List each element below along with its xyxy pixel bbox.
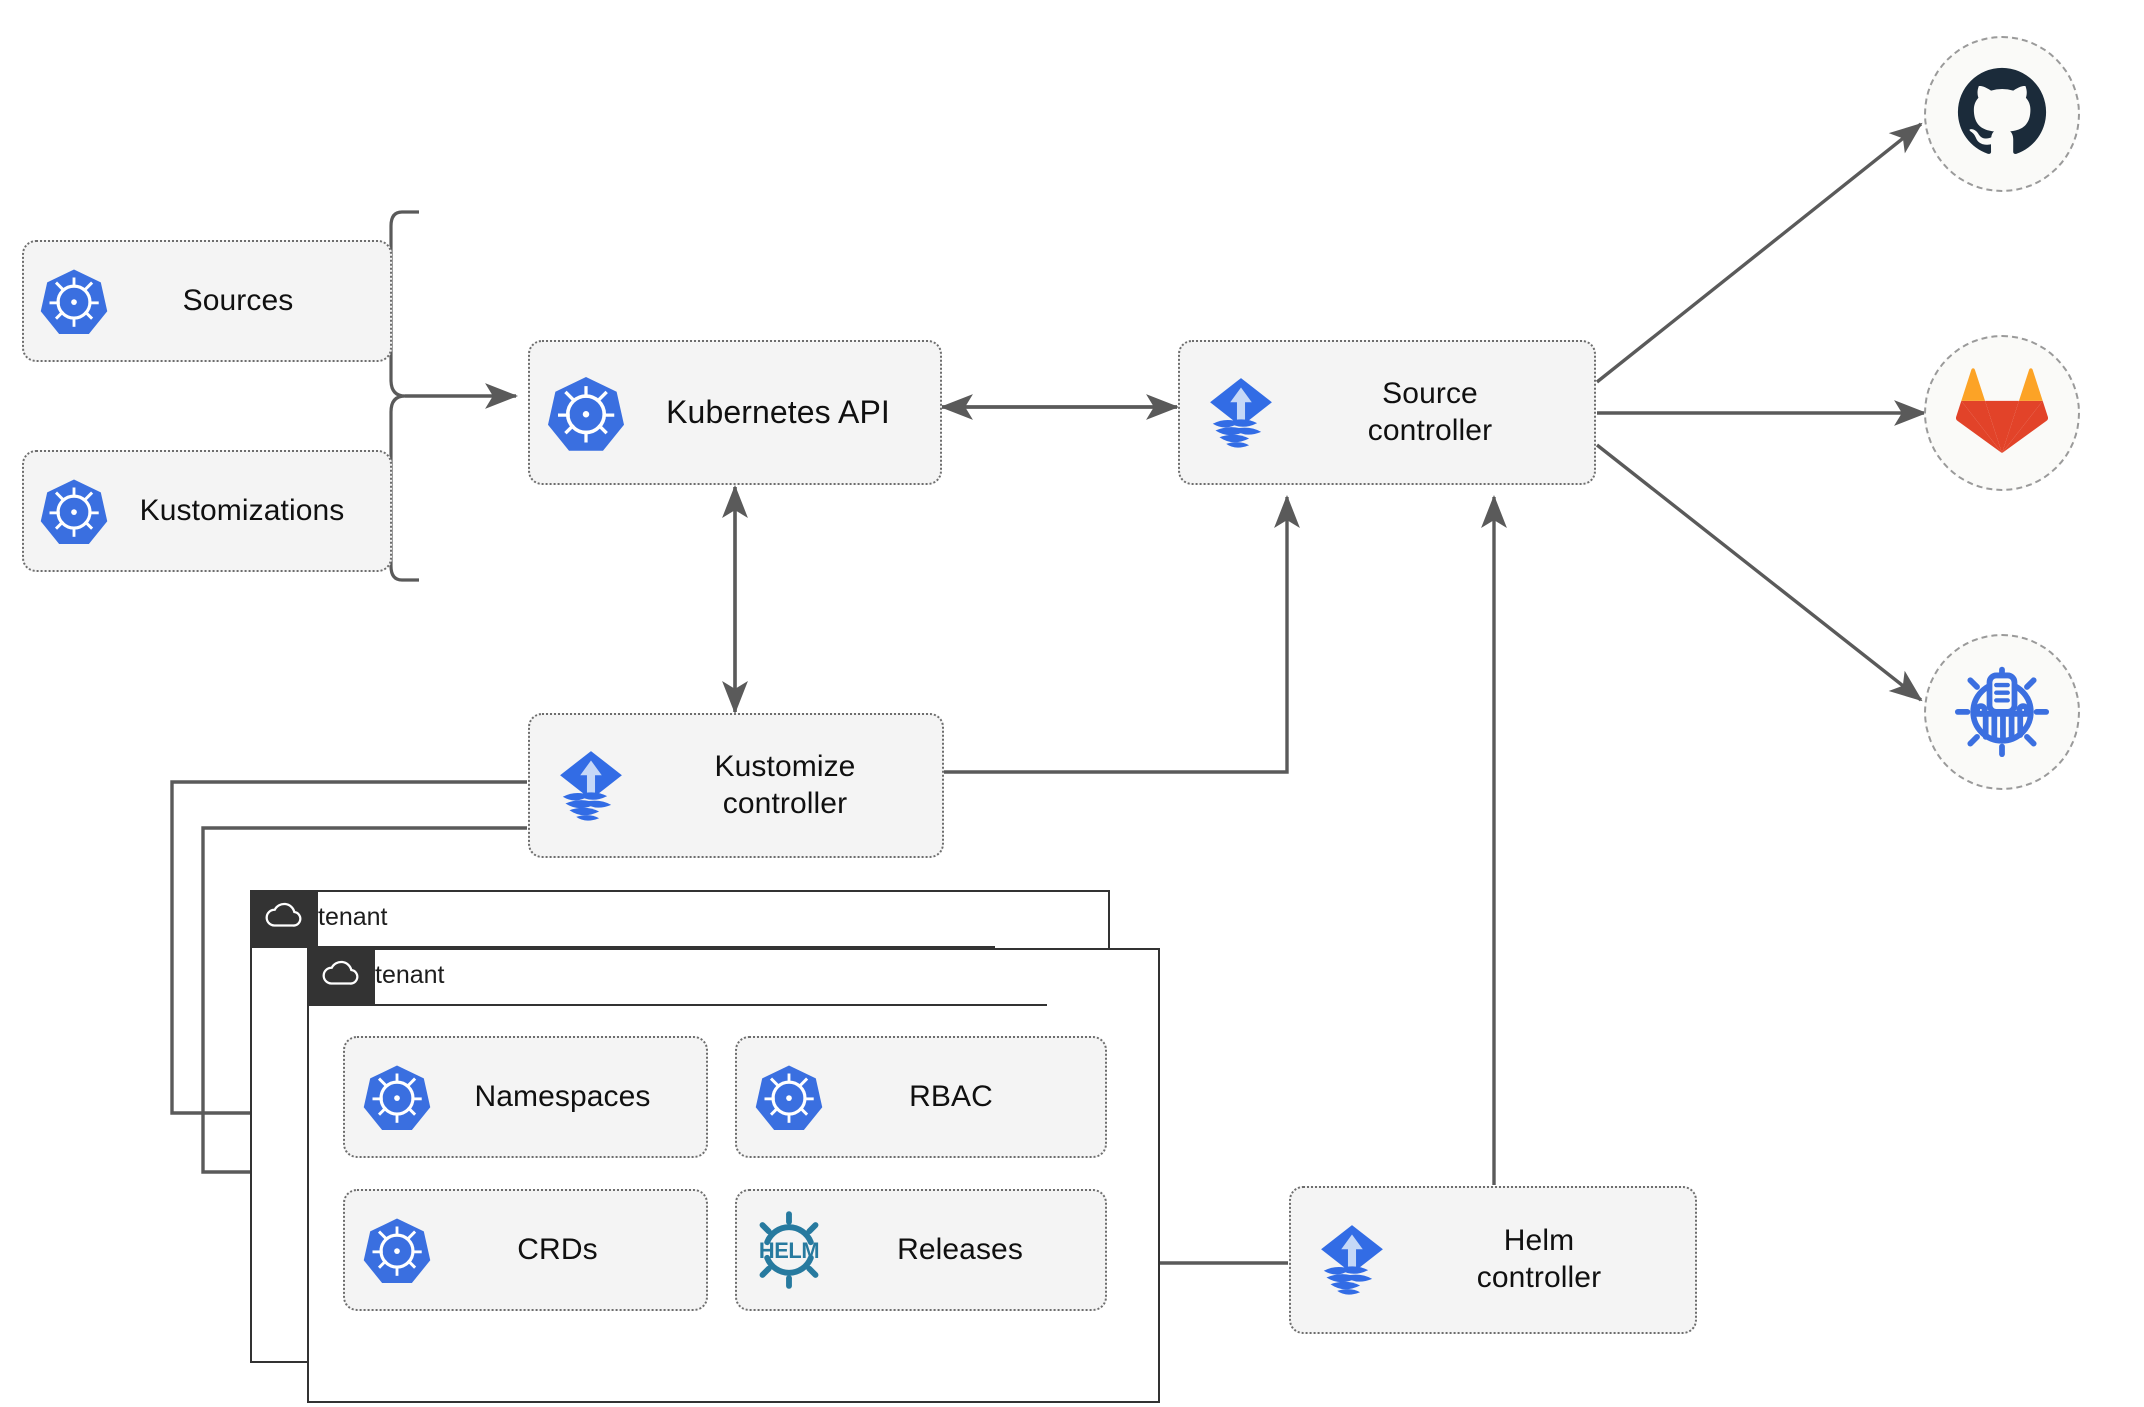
flux-icon (530, 743, 652, 829)
node-label: Source controller (1367, 376, 1493, 447)
tenant-label: tenant (375, 961, 445, 989)
kubernetes-icon (24, 476, 124, 546)
node-kustomize-controller[interactable]: Kustomize controller (528, 713, 944, 858)
kubernetes-icon (345, 1062, 449, 1132)
kubernetes-icon (345, 1215, 449, 1285)
cloud-icon (263, 900, 305, 935)
node-label: Kubernetes API (666, 393, 890, 430)
kubernetes-icon (24, 266, 124, 336)
tenant-label: tenant (318, 903, 388, 931)
node-sources[interactable]: Sources (22, 240, 392, 362)
flux-icon (1180, 370, 1302, 456)
provider-helm-repository[interactable] (1924, 634, 2080, 790)
node-kubernetes-api[interactable]: Kubernetes API (528, 340, 942, 485)
node-label: Helm controller (1476, 1224, 1602, 1294)
node-rbac[interactable]: RBAC (735, 1036, 1107, 1158)
node-label: Kustomizations (139, 493, 345, 527)
flux-icon (1291, 1217, 1413, 1303)
tenant-tab (249, 889, 318, 946)
node-label: Sources (182, 283, 294, 317)
node-label: Namespaces (474, 1079, 651, 1113)
node-releases[interactable]: HELM Releases (735, 1189, 1107, 1311)
cloud-icon (320, 958, 362, 993)
node-source-controller[interactable]: Source controller (1178, 340, 1596, 485)
node-kustomizations[interactable]: Kustomizations (22, 450, 392, 572)
tenant-tab (306, 947, 375, 1004)
kubernetes-icon (737, 1062, 841, 1132)
helm-icon: HELM (737, 1211, 841, 1289)
svg-text:HELM: HELM (759, 1238, 819, 1263)
node-crds[interactable]: CRDs (343, 1189, 708, 1311)
tenant-container-front[interactable]: tenant (306, 947, 1160, 1403)
gitlab-icon (1955, 367, 2049, 460)
github-icon (1956, 66, 2048, 163)
node-namespaces[interactable]: Namespaces (343, 1036, 708, 1158)
node-label: Kustomize controller (714, 749, 856, 820)
provider-github[interactable] (1924, 36, 2080, 192)
node-label: Releases (897, 1232, 1023, 1266)
node-label: RBAC (909, 1079, 993, 1113)
provider-gitlab[interactable] (1924, 335, 2080, 491)
node-label: CRDs (517, 1232, 598, 1266)
node-helm-controller[interactable]: Helm controller (1289, 1186, 1697, 1334)
kubernetes-icon (530, 373, 642, 453)
helm-repository-icon (1954, 662, 2050, 763)
